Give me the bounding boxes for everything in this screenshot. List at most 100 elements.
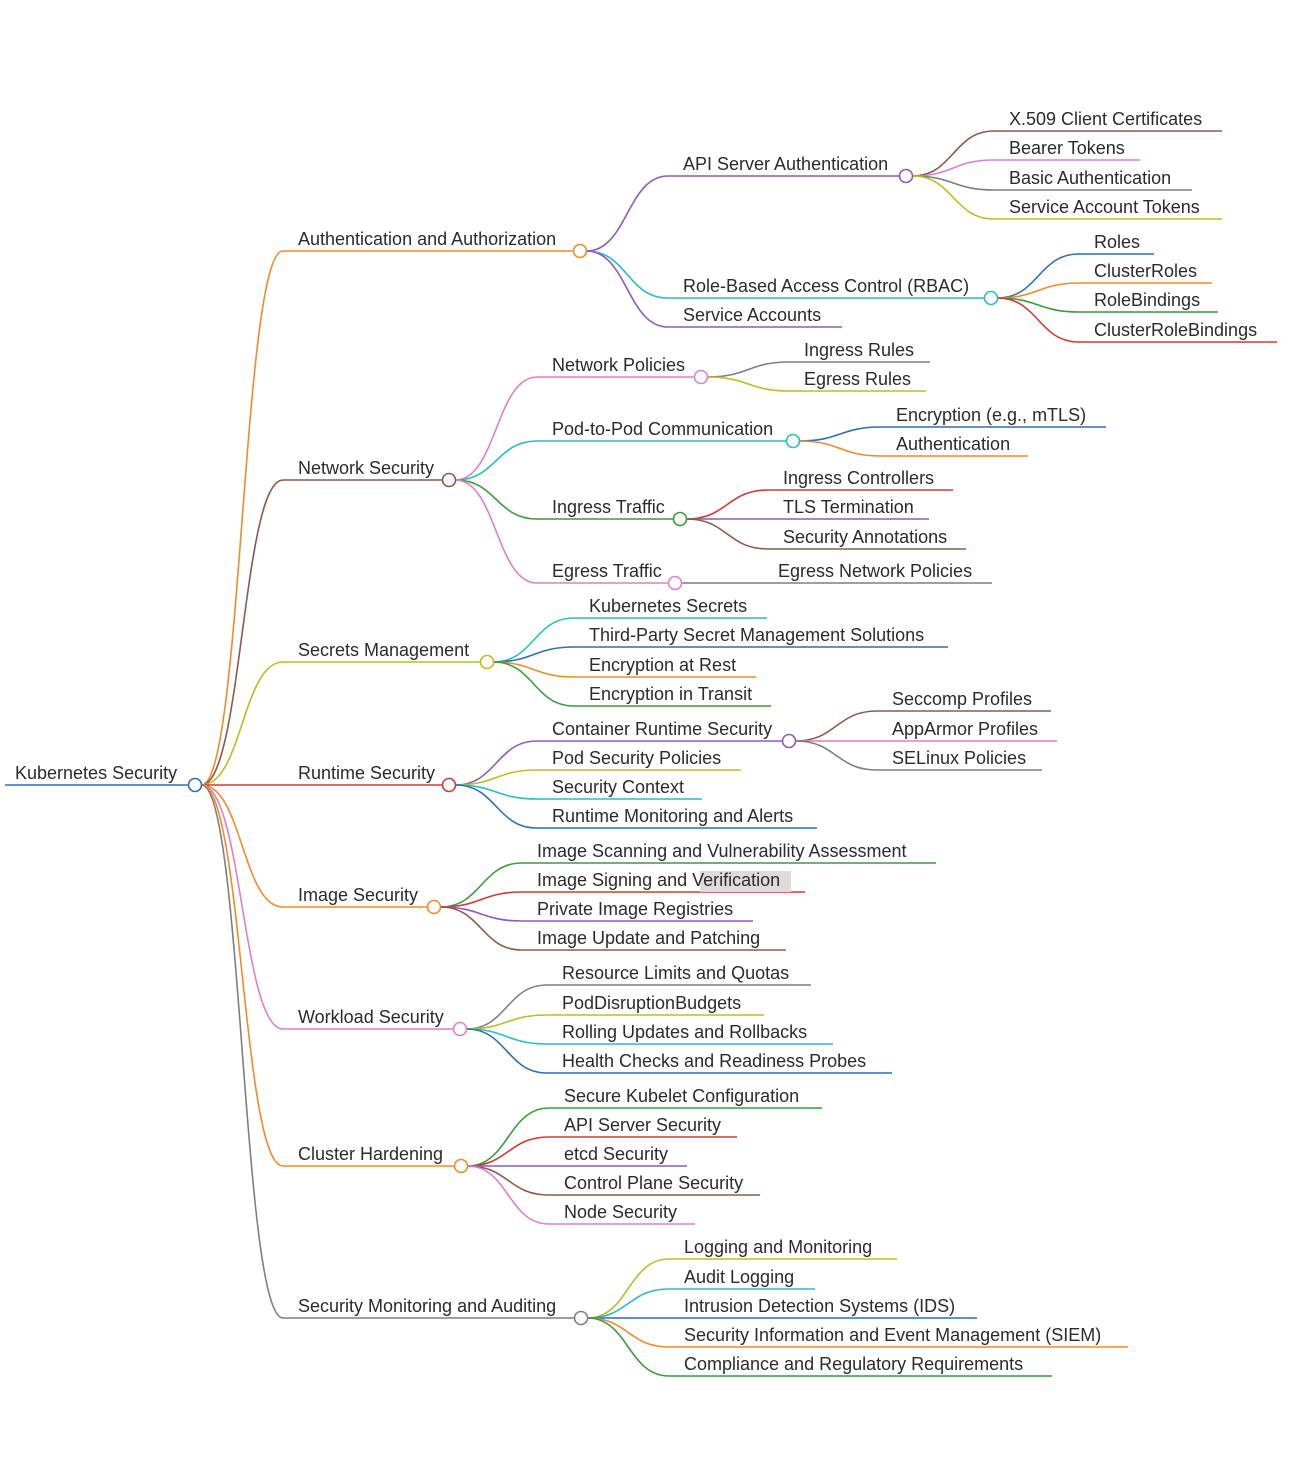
- collapse-toggle-cluster-hardening[interactable]: [453, 1158, 469, 1174]
- node-selinux-policies[interactable]: SELinux Policies: [892, 748, 1026, 768]
- node-ingress-traffic[interactable]: Ingress Traffic: [552, 497, 665, 517]
- node-x-509-client-certificates[interactable]: X.509 Client Certificates: [1009, 109, 1202, 129]
- node-security-monitoring-and-auditing[interactable]: Security Monitoring and Auditing: [298, 1296, 556, 1316]
- node-private-image-registries[interactable]: Private Image Registries: [537, 899, 733, 919]
- node-encryption-in-transit[interactable]: Encryption in Transit: [589, 684, 752, 704]
- node-basic-authentication[interactable]: Basic Authentication: [1009, 168, 1171, 188]
- node-security-information-and-event-management-siem[interactable]: Security Information and Event Managemen…: [684, 1325, 1101, 1345]
- node-control-plane-security[interactable]: Control Plane Security: [564, 1173, 743, 1193]
- node-audit-logging[interactable]: Audit Logging: [684, 1267, 794, 1287]
- collapse-toggle-secrets-management[interactable]: [479, 654, 495, 670]
- collapse-toggle-role-based-access-control-rbac[interactable]: [983, 290, 999, 306]
- connector-egress-rules: [707, 376, 790, 392]
- node-health-checks-and-readiness-probes[interactable]: Health Checks and Readiness Probes: [562, 1051, 866, 1071]
- connector-audit-logging: [587, 1288, 670, 1319]
- connector-basic-authentication: [912, 175, 995, 191]
- node-api-server-authentication[interactable]: API Server Authentication: [683, 154, 888, 174]
- collapse-toggle-workload-security[interactable]: [452, 1021, 468, 1037]
- node-egress-rules[interactable]: Egress Rules: [804, 369, 911, 389]
- node-intrusion-detection-systems-ids[interactable]: Intrusion Detection Systems (IDS): [684, 1296, 955, 1316]
- node-network-security[interactable]: Network Security: [298, 458, 434, 478]
- node-image-scanning-and-vulnerability-assessment[interactable]: Image Scanning and Vulnerability Assessm…: [537, 841, 907, 861]
- node-service-account-tokens[interactable]: Service Account Tokens: [1009, 197, 1200, 217]
- node-bearer-tokens[interactable]: Bearer Tokens: [1009, 138, 1125, 158]
- collapse-toggle-container-runtime-security[interactable]: [781, 733, 797, 749]
- node-cluster-hardening[interactable]: Cluster Hardening: [298, 1144, 443, 1164]
- node-clusterroles[interactable]: ClusterRoles: [1094, 261, 1197, 281]
- node-logging-and-monitoring[interactable]: Logging and Monitoring: [684, 1237, 872, 1257]
- node-ingress-controllers[interactable]: Ingress Controllers: [783, 468, 934, 488]
- node-ingress-rules[interactable]: Ingress Rules: [804, 340, 914, 360]
- connector-service-accounts: [586, 250, 669, 328]
- node-pod-to-pod-communication[interactable]: Pod-to-Pod Communication: [552, 419, 773, 439]
- node-rolling-updates-and-rollbacks[interactable]: Rolling Updates and Rollbacks: [562, 1022, 807, 1042]
- node-roles[interactable]: Roles: [1094, 232, 1140, 252]
- node-runtime-monitoring-and-alerts[interactable]: Runtime Monitoring and Alerts: [552, 806, 793, 826]
- node-resource-limits-and-quotas[interactable]: Resource Limits and Quotas: [562, 963, 789, 983]
- node-rolebindings[interactable]: RoleBindings: [1094, 290, 1200, 310]
- node-egress-traffic[interactable]: Egress Traffic: [552, 561, 662, 581]
- node-security-context[interactable]: Security Context: [552, 777, 684, 797]
- node-runtime-security[interactable]: Runtime Security: [298, 763, 435, 783]
- node-image-update-and-patching[interactable]: Image Update and Patching: [537, 928, 760, 948]
- collapse-toggle-authentication-and-authorization[interactable]: [572, 243, 588, 259]
- collapse-toggle-api-server-authentication[interactable]: [898, 168, 914, 184]
- connector-cluster-hardening: [201, 784, 284, 1167]
- connector-rolebindings: [997, 297, 1080, 313]
- node-compliance-and-regulatory-requirements[interactable]: Compliance and Regulatory Requirements: [684, 1354, 1023, 1374]
- collapse-toggle-runtime-security[interactable]: [441, 777, 457, 793]
- node-role-based-access-control-rbac[interactable]: Role-Based Access Control (RBAC): [683, 276, 969, 296]
- connector-network-security: [201, 479, 284, 786]
- node-service-accounts[interactable]: Service Accounts: [683, 305, 821, 325]
- collapse-toggle-network-security[interactable]: [441, 472, 457, 488]
- node-container-runtime-security[interactable]: Container Runtime Security: [552, 719, 772, 739]
- node-workload-security[interactable]: Workload Security: [298, 1007, 444, 1027]
- collapse-toggle-security-monitoring-and-auditing[interactable]: [573, 1310, 589, 1326]
- node-egress-network-policies[interactable]: Egress Network Policies: [778, 561, 972, 581]
- node-secure-kubelet-configuration[interactable]: Secure Kubelet Configuration: [564, 1086, 799, 1106]
- connector-seccomp-profiles: [795, 710, 878, 742]
- node-encryption-at-rest[interactable]: Encryption at Rest: [589, 655, 736, 675]
- connector-selinux-policies: [795, 740, 878, 771]
- connector-encryption-in-transit: [493, 661, 575, 707]
- connector-container-runtime-security: [455, 740, 538, 786]
- node-network-policies[interactable]: Network Policies: [552, 355, 685, 375]
- node-kubernetes-security[interactable]: Kubernetes Security: [15, 763, 177, 783]
- collapse-toggle-image-security[interactable]: [426, 899, 442, 915]
- node-third-party-secret-management-solutions[interactable]: Third-Party Secret Management Solutions: [589, 625, 924, 645]
- connector-encryption-at-rest: [493, 661, 575, 678]
- node-etcd-security[interactable]: etcd Security: [564, 1144, 668, 1164]
- connector-control-plane-security: [467, 1165, 550, 1196]
- connector-api-server-authentication: [586, 175, 669, 252]
- collapse-toggle-kubernetes-security[interactable]: [187, 777, 203, 793]
- collapse-toggle-egress-traffic[interactable]: [667, 575, 683, 591]
- collapse-toggle-ingress-traffic[interactable]: [672, 511, 688, 527]
- node-seccomp-profiles[interactable]: Seccomp Profiles: [892, 689, 1032, 709]
- connector-image-scanning-and-vulnerability-assessment: [440, 862, 523, 908]
- node-encryption-e-g-mtls[interactable]: Encryption (e.g., mTLS): [896, 405, 1086, 425]
- collapse-toggle-pod-to-pod-communication[interactable]: [785, 433, 801, 449]
- node-security-annotations[interactable]: Security Annotations: [783, 527, 947, 547]
- text-selection-highlight: [700, 871, 791, 892]
- node-authentication[interactable]: Authentication: [896, 434, 1010, 454]
- connector-secure-kubelet-configuration: [467, 1107, 550, 1167]
- connector-workload-security: [201, 784, 284, 1030]
- connector-encryption-e-g-mtls: [799, 426, 882, 442]
- node-secrets-management[interactable]: Secrets Management: [298, 640, 469, 660]
- collapse-toggle-network-policies[interactable]: [693, 369, 709, 385]
- node-kubernetes-secrets[interactable]: Kubernetes Secrets: [589, 596, 747, 616]
- node-pod-security-policies[interactable]: Pod Security Policies: [552, 748, 721, 768]
- node-apparmor-profiles[interactable]: AppArmor Profiles: [892, 719, 1038, 739]
- node-api-server-security[interactable]: API Server Security: [564, 1115, 721, 1135]
- node-image-security[interactable]: Image Security: [298, 885, 418, 905]
- mind-map-nodes: Kubernetes Security Authentication and Au…: [15, 109, 1257, 1374]
- connector-security-monitoring-and-auditing: [201, 784, 284, 1319]
- connector-poddisruptionbudgets: [466, 1014, 548, 1030]
- node-clusterrolebindings[interactable]: ClusterRoleBindings: [1094, 320, 1257, 340]
- node-authentication-and-authorization[interactable]: Authentication and Authorization: [298, 229, 556, 249]
- node-poddisruptionbudgets[interactable]: PodDisruptionBudgets: [562, 993, 741, 1013]
- connector-api-server-security: [467, 1136, 550, 1167]
- node-node-security[interactable]: Node Security: [564, 1202, 677, 1222]
- node-tls-termination[interactable]: TLS Termination: [783, 497, 914, 517]
- node-image-signing-and-verification[interactable]: Image Signing and Verification: [537, 870, 780, 890]
